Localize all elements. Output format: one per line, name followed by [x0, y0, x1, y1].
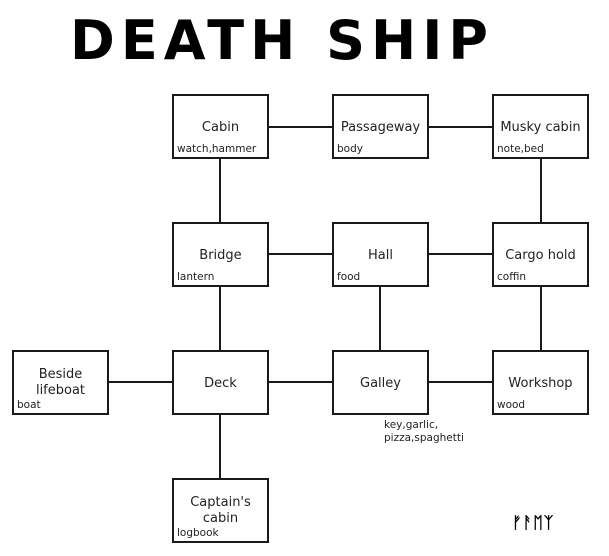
room-hall: Hall food [332, 222, 429, 287]
galley-items: key,garlic, pizza,spaghetti [384, 419, 464, 445]
room-items: logbook [177, 527, 219, 539]
room-cargo-hold: Cargo hold coffin [492, 222, 589, 287]
room-name: Musky cabin [500, 120, 581, 135]
room-items: food [337, 271, 361, 283]
room-musky-cabin: Musky cabin note,bed [492, 94, 589, 159]
room-beside-lifeboat: Beside lifeboat boat [12, 350, 109, 415]
room-name: Cabin [201, 120, 240, 135]
room-items: coffin [497, 271, 527, 283]
room-name: Hall [368, 248, 393, 263]
author-signature: ᚠᚨᛖᛉ [512, 513, 555, 532]
room-name: Passageway [340, 120, 421, 135]
room-passageway: Passageway body [332, 94, 429, 159]
room-items: lantern [177, 271, 215, 283]
room-deck: Deck [172, 350, 269, 415]
room-name: Bridge [199, 248, 242, 263]
room-name: Workshop [508, 376, 573, 391]
room-galley: Galley [332, 350, 429, 415]
room-name: Captain's cabin [190, 495, 251, 526]
room-name: Cargo hold [505, 248, 576, 263]
room-items: boat [17, 399, 41, 411]
room-workshop: Workshop wood [492, 350, 589, 415]
room-captains-cabin: Captain's cabin logbook [172, 478, 269, 543]
galley-items-line-2: pizza,spaghetti [384, 432, 464, 444]
room-items: note,bed [497, 143, 544, 155]
room-name: Galley [360, 376, 401, 391]
galley-items-line-1: key,garlic, [384, 419, 439, 431]
room-name: Deck [204, 376, 237, 391]
room-items: body [337, 143, 363, 155]
room-cabin: Cabin watch,hammer [172, 94, 269, 159]
room-name: Beside lifeboat [35, 367, 86, 398]
map-title: DEATH SHIP [70, 9, 494, 72]
room-items: wood [497, 399, 526, 411]
room-items: watch,hammer [177, 143, 257, 155]
room-bridge: Bridge lantern [172, 222, 269, 287]
